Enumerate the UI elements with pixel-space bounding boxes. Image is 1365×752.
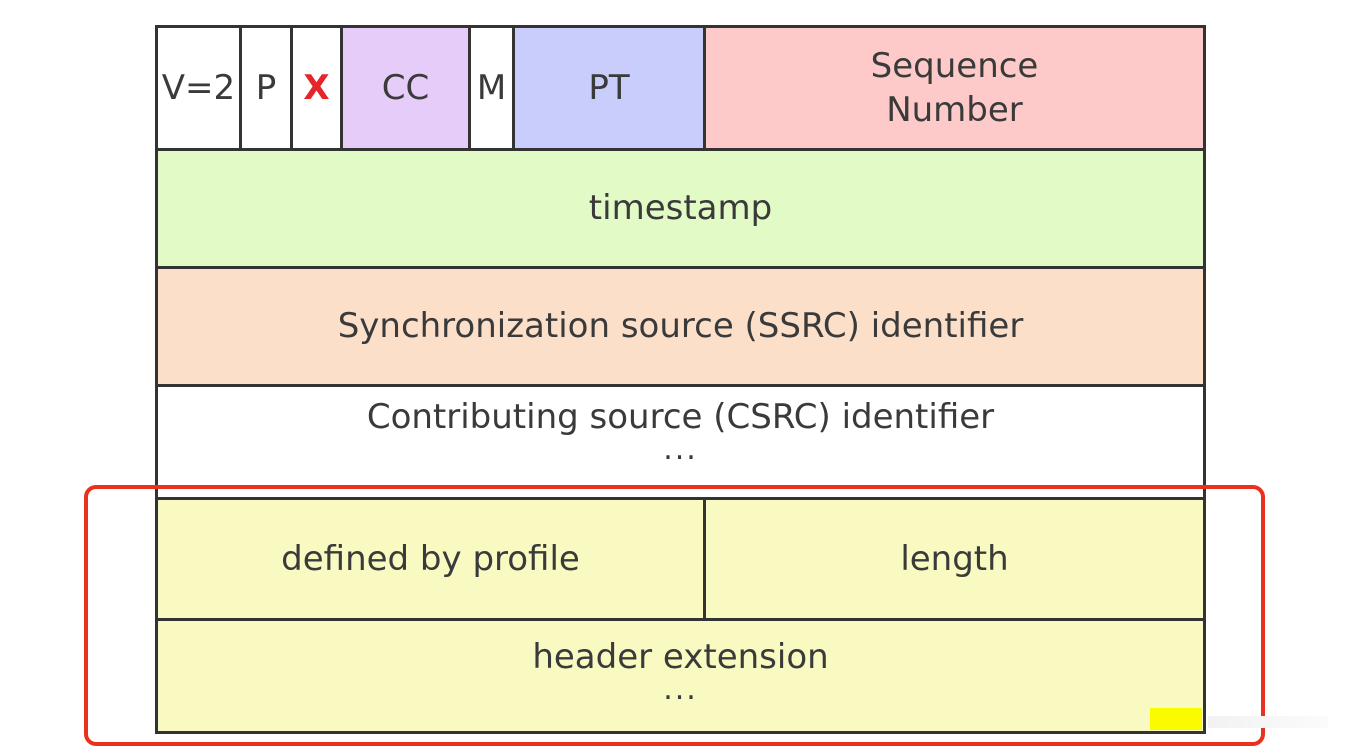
padding-label: P — [255, 67, 277, 108]
header-extension-ellipsis: ... — [663, 672, 698, 708]
sequence-number-field: Sequence Number — [703, 25, 1206, 151]
version-field: V=2 — [155, 25, 242, 151]
ssrc-field: Synchronization source (SSRC) identifier — [155, 266, 1206, 387]
header-extension-field: header extension ... — [155, 618, 1206, 734]
ssrc-label: Synchronization source (SSRC) identifier — [337, 306, 1024, 347]
extension-flag-label: X — [303, 67, 330, 108]
extension-flag-field: X — [290, 25, 343, 151]
csrc-count-field: CC — [340, 25, 471, 151]
watermark-patch — [1150, 708, 1202, 730]
marker-field: M — [468, 25, 515, 151]
padding-field: P — [239, 25, 293, 151]
length-field: length — [703, 497, 1206, 621]
sequence-number-label-line1: Sequence — [870, 45, 1039, 86]
version-label: V=2 — [161, 67, 236, 108]
payload-type-label: PT — [588, 67, 630, 108]
header-extension-label: header extension — [532, 637, 829, 677]
csrc-label: Contributing source (CSRC) identifier — [366, 397, 995, 437]
payload-type-field: PT — [512, 25, 706, 151]
csrc-field: Contributing source (CSRC) identifier ..… — [155, 384, 1206, 500]
defined-by-profile-label: defined by profile — [281, 538, 580, 579]
timestamp-field: timestamp — [155, 148, 1206, 269]
timestamp-label: timestamp — [588, 188, 773, 229]
csrc-ellipsis: ... — [663, 432, 698, 468]
marker-label: M — [476, 67, 507, 108]
defined-by-profile-field: defined by profile — [155, 497, 706, 621]
watermark-strip — [1208, 716, 1328, 728]
length-label: length — [900, 538, 1009, 579]
csrc-count-label: CC — [381, 67, 430, 108]
sequence-number-label-line2: Number — [886, 90, 1023, 130]
